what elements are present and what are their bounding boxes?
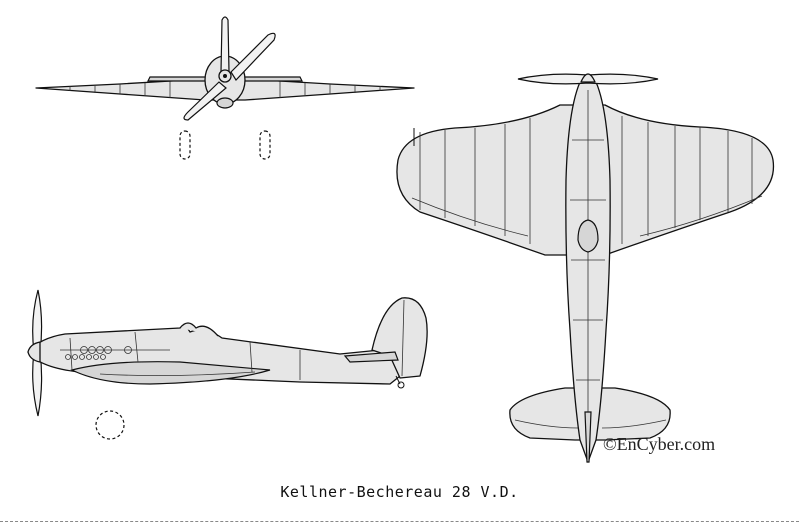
top-spinner [580, 73, 596, 83]
front-prop-blade-left [183, 81, 227, 121]
side-panel-lines [60, 331, 301, 380]
footer-divider [0, 521, 799, 522]
front-view [35, 16, 415, 160]
drawing-caption: Kellner-Bechereau 28 V.D. [280, 483, 519, 501]
top-wing-ribs [419, 116, 753, 244]
side-exhaust-stacks [65, 346, 132, 360]
side-flap-line [99, 371, 256, 376]
side-view [27, 289, 428, 440]
side-main-wheel [95, 410, 125, 440]
side-wing [70, 361, 271, 385]
top-aileron-left [411, 197, 529, 237]
top-fuselage-panels [570, 139, 606, 381]
front-chin-scoop [216, 97, 234, 109]
front-prop-blade-right [230, 32, 276, 81]
front-gear-left [179, 130, 191, 160]
copyright-text: ©EnCyber.com [603, 434, 716, 454]
front-wing-ribs [69, 81, 381, 98]
side-fin [371, 297, 428, 379]
top-view [396, 73, 775, 463]
top-canopy [577, 219, 599, 253]
side-tailplane [343, 351, 399, 363]
side-spinner [27, 341, 41, 363]
top-aileron-right [639, 195, 763, 237]
front-spinner-tip [223, 74, 227, 78]
top-elevator-line [514, 419, 667, 429]
front-prop-blade-top [220, 16, 230, 73]
side-canopy [179, 322, 219, 337]
side-rudder-line [401, 299, 405, 377]
top-fin [584, 411, 592, 463]
side-tailwheel-tire [397, 381, 405, 389]
front-gear-right [259, 130, 271, 160]
